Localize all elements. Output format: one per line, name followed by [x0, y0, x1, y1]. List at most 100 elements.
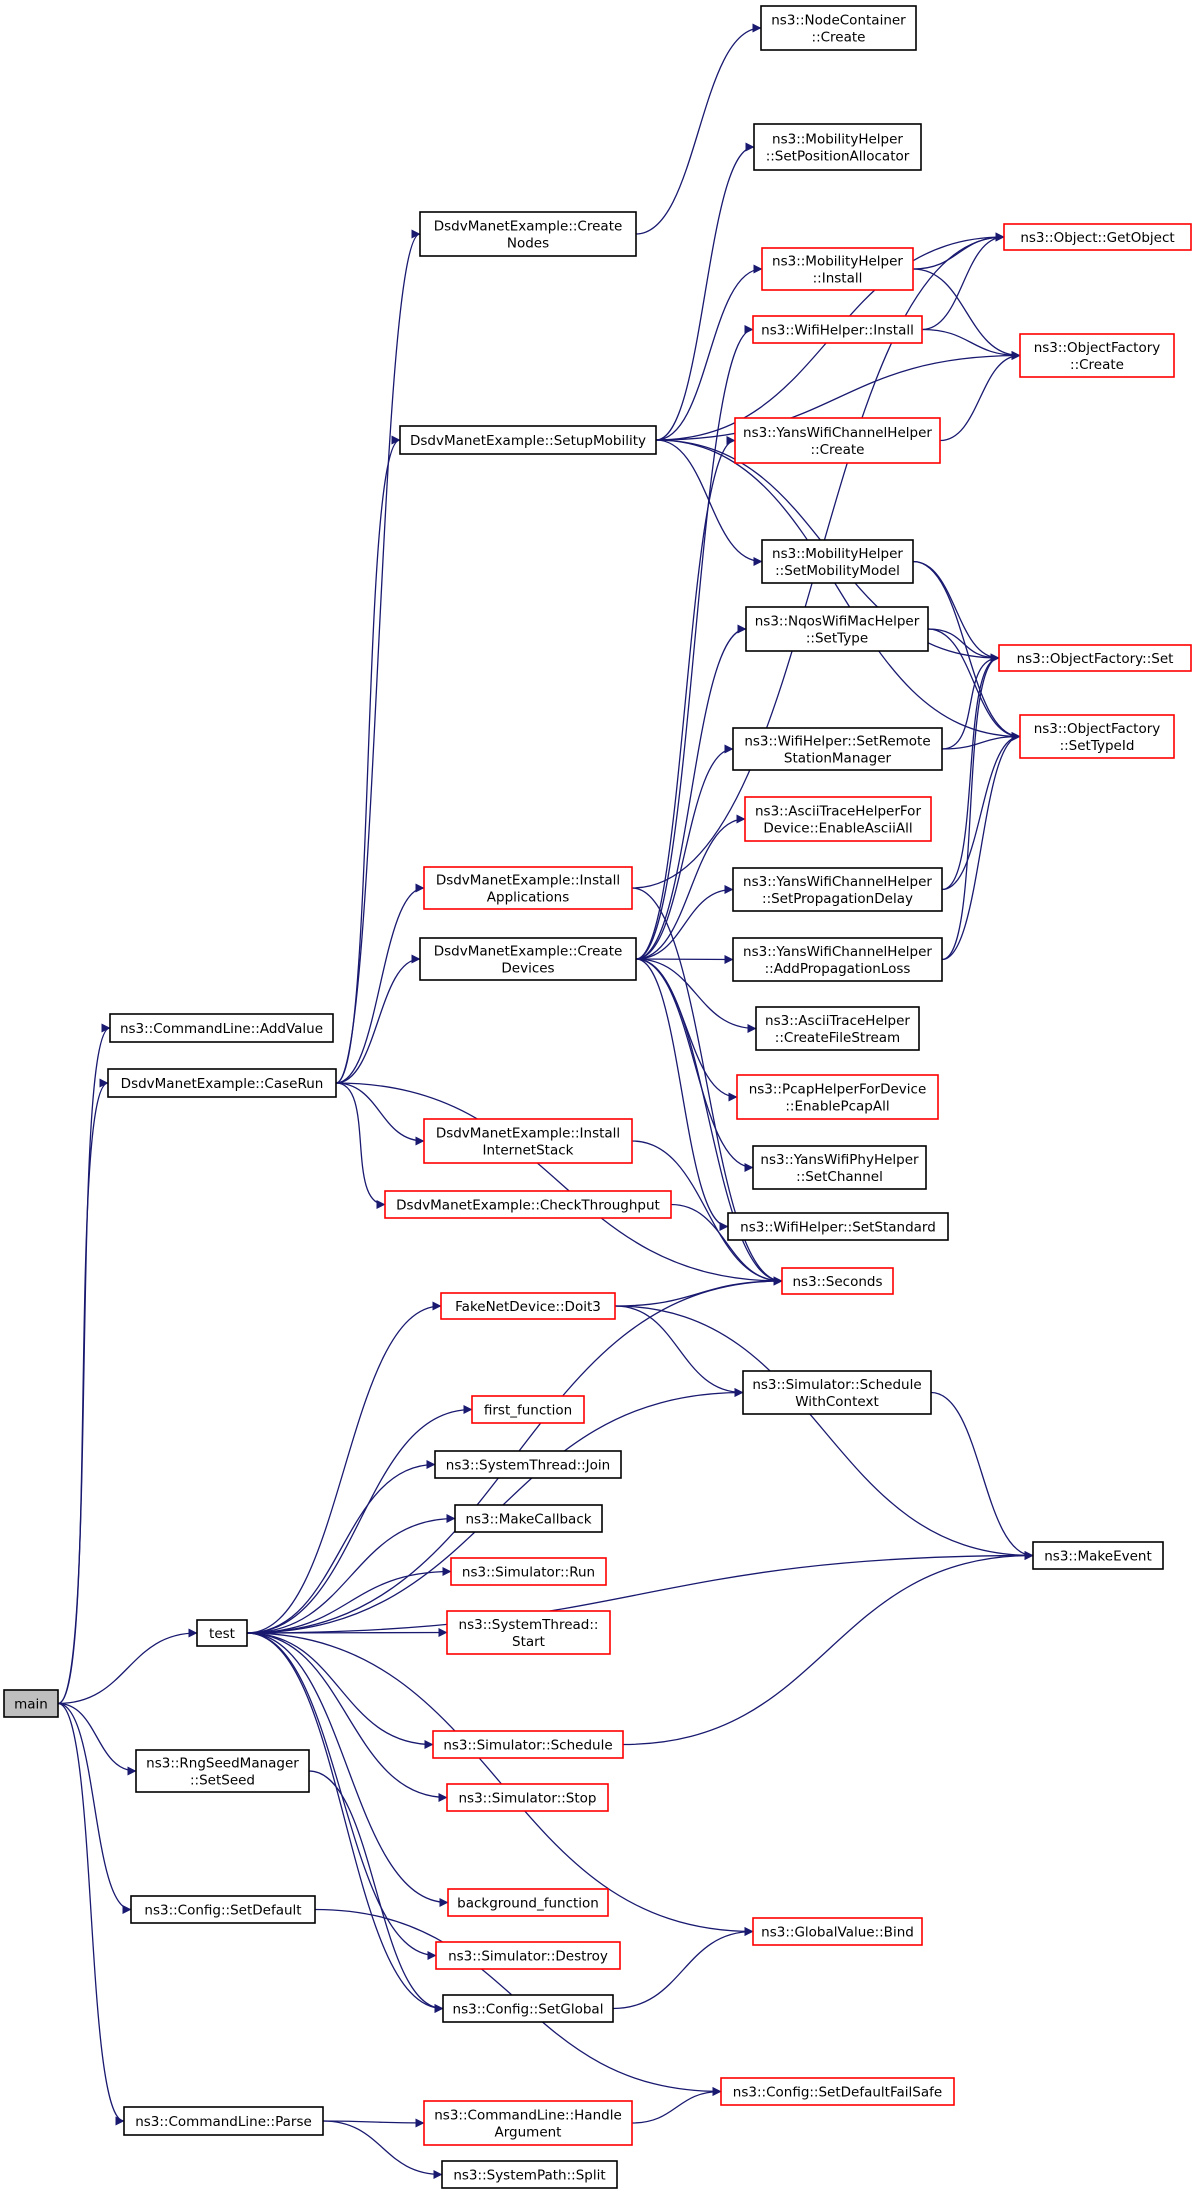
node-ascii-createfs[interactable]: ns3::AsciiTraceHelper::CreateFileStream	[755, 1006, 920, 1051]
node-nodecontainer[interactable]: ns3::NodeContainer::Create	[760, 5, 917, 51]
node-cmd-addvalue[interactable]: ns3::CommandLine::AddValue	[109, 1013, 334, 1043]
node-box	[419, 211, 637, 257]
node-cfg-setdefault[interactable]: ns3::Config::SetDefault	[130, 1895, 316, 1924]
node-objfac-set[interactable]: ns3::ObjectFactory::Set	[998, 644, 1192, 672]
node-box	[384, 1190, 672, 1219]
node-box	[720, 2077, 955, 2106]
edge-createdevices-to-wifi_setremote	[635, 744, 734, 960]
node-box	[446, 1783, 609, 1812]
node-label: ns3::ObjectFactory	[1034, 721, 1161, 737]
node-label: DsdvManetExample::Create	[434, 944, 623, 960]
node-label: ns3::Config::SetGlobal	[453, 2002, 604, 2018]
node-makecallback[interactable]: ns3::MakeCallback	[454, 1504, 603, 1533]
node-label: ns3::NodeContainer	[771, 13, 906, 29]
node-background-function[interactable]: background_function	[447, 1888, 609, 1917]
node-systhread-join[interactable]: ns3::SystemThread::Join	[434, 1450, 622, 1479]
node-obj-getobject[interactable]: ns3::Object::GetObject	[1003, 223, 1192, 251]
node-label: ns3::CommandLine::AddValue	[120, 1021, 323, 1037]
node-pcap-enable[interactable]: ns3::PcapHelperForDevice::EnablePcapAll	[736, 1074, 939, 1120]
node-label: ns3::SystemThread::Join	[446, 1458, 610, 1474]
node-box	[123, 2106, 324, 2136]
node-label: StationManager	[784, 751, 892, 767]
node-label: ns3::PcapHelperForDevice	[749, 1082, 927, 1098]
edge-createdevices-to-seconds	[635, 958, 783, 1286]
node-label: test	[209, 1626, 235, 1642]
node-label: Applications	[487, 890, 569, 906]
node-box	[423, 2100, 633, 2146]
node-box	[761, 539, 914, 584]
node-label: ns3::RngSeedManager	[146, 1756, 299, 1772]
node-box	[423, 1118, 633, 1164]
edge-setupmobility-to-objfac_settypeid	[655, 439, 1021, 741]
node-label: InternetStack	[483, 1143, 574, 1159]
node-globalvalue-bind[interactable]: ns3::GlobalValue::Bind	[752, 1917, 923, 1946]
edge-yanschan_setprop-to-objfac_settypeid	[941, 732, 1021, 891]
node-label: ns3::MobilityHelper	[772, 254, 903, 270]
edge-test-to-sim_schedule	[246, 1632, 434, 1749]
node-ascii-enableall[interactable]: ns3::AsciiTraceHelperForDevice::EnableAs…	[744, 796, 932, 842]
node-objfac-settypeid[interactable]: ns3::ObjectFactory::SetTypeId	[1019, 714, 1175, 759]
node-yanschan-create[interactable]: ns3::YansWifiChannelHelper::Create	[734, 417, 941, 464]
node-seconds[interactable]: ns3::Seconds	[781, 1267, 894, 1295]
node-sim-destroy[interactable]: ns3::Simulator::Destroy	[435, 1941, 621, 1970]
edge-wifi_install-to-obj_getobject	[921, 232, 1005, 331]
node-box	[423, 866, 633, 910]
edge-wifi_install-to-objfac_create	[921, 328, 1021, 360]
node-fake-doit3[interactable]: FakeNetDevice::Doit3	[440, 1292, 616, 1320]
node-label: ::AddPropagationLoss	[765, 961, 911, 977]
edge-createdevices-to-wifi_setstd	[635, 958, 729, 1231]
node-box	[753, 123, 922, 171]
node-wifi-setstd[interactable]: ns3::WifiHelper::SetStandard	[727, 1212, 949, 1241]
node-box	[3, 1689, 59, 1718]
node-setupmobility[interactable]: DsdvManetExample::SetupMobility	[399, 425, 657, 455]
node-systhread-start[interactable]: ns3::SystemThread::Start	[446, 1610, 611, 1655]
node-sim-stop[interactable]: ns3::Simulator::Stop	[446, 1783, 609, 1812]
node-cfg-setglobal[interactable]: ns3::Config::SetGlobal	[442, 1994, 614, 2023]
node-test[interactable]: test	[196, 1619, 248, 1647]
edge-createdevices-to-yansphy_setchan	[635, 958, 754, 1172]
node-first-function[interactable]: first_function	[471, 1395, 585, 1424]
node-checkthroughput[interactable]: DsdvManetExample::CheckThroughput	[384, 1190, 672, 1219]
node-mob-setposalloc[interactable]: ns3::MobilityHelper::SetPositionAllocato…	[753, 123, 922, 171]
node-sim-run[interactable]: ns3::Simulator::Run	[450, 1557, 607, 1586]
edge-wifi_setremote-to-objfac_settypeid	[941, 732, 1021, 750]
edge-createdevices-to-yanschan_create	[635, 436, 736, 960]
edge-wifi_setremote-to-objfac_set	[941, 653, 1000, 750]
node-box	[109, 1013, 334, 1043]
node-label: DsdvManetExample::CaseRun	[121, 1076, 324, 1092]
node-label: background_function	[457, 1896, 599, 1912]
node-nqos-settype[interactable]: ns3::NqosWifiMacHelper::SetType	[745, 606, 929, 652]
node-rngseed[interactable]: ns3::RngSeedManager::SetSeed	[135, 1749, 310, 1793]
node-syspath-split[interactable]: ns3::SystemPath::Split	[441, 2160, 618, 2189]
node-wifi-install[interactable]: ns3::WifiHelper::Install	[752, 315, 923, 344]
edge-cfg_setglobal-to-globalvalue_bind	[612, 1927, 754, 2010]
node-label: ::Create	[811, 442, 865, 458]
node-sim-schedule[interactable]: ns3::Simulator::Schedule	[432, 1730, 624, 1759]
node-makeevent[interactable]: ns3::MakeEvent	[1032, 1541, 1164, 1570]
node-label: ::EnablePcapAll	[785, 1099, 889, 1115]
node-caserun[interactable]: DsdvManetExample::CaseRun	[107, 1068, 337, 1098]
node-box	[432, 1730, 624, 1759]
node-cmd-parse[interactable]: ns3::CommandLine::Parse	[123, 2106, 324, 2136]
node-box	[446, 1610, 611, 1655]
node-box	[752, 315, 923, 344]
node-mob-install[interactable]: ns3::MobilityHelper::Install	[761, 247, 914, 291]
node-mob-setmobmodel[interactable]: ns3::MobilityHelper::SetMobilityModel	[761, 539, 914, 584]
node-label: ns3::MobilityHelper	[772, 546, 903, 562]
node-label: ::Create	[812, 30, 866, 46]
node-cfg-setdefaultfs[interactable]: ns3::Config::SetDefaultFailSafe	[720, 2077, 955, 2106]
node-yanschan-addloss[interactable]: ns3::YansWifiChannelHelper::AddPropagati…	[732, 937, 943, 982]
node-label: ns3::AsciiTraceHelperFor	[755, 804, 921, 820]
node-yanschan-setprop[interactable]: ns3::YansWifiChannelHelper::SetPropagati…	[732, 867, 943, 912]
node-yansphy-setchan[interactable]: ns3::YansWifiPhyHelper::SetChannel	[752, 1145, 927, 1190]
node-objfac-create[interactable]: ns3::ObjectFactory::Create	[1019, 333, 1175, 378]
node-main[interactable]: main	[3, 1689, 59, 1718]
